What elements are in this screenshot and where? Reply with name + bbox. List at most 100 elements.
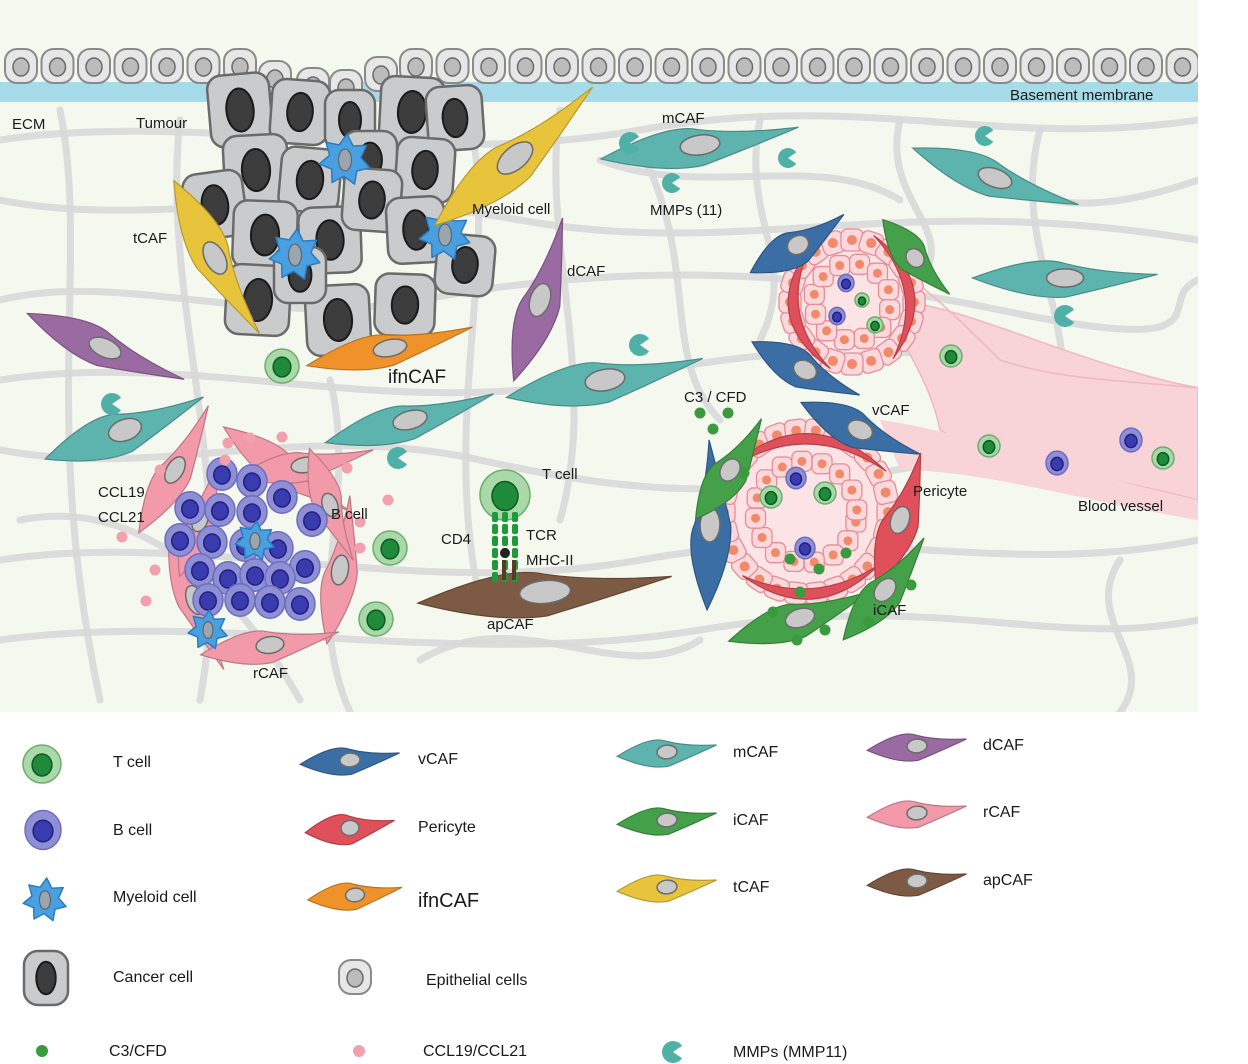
myeloid-cell xyxy=(418,208,471,260)
legend-pericyte-icon xyxy=(304,814,395,846)
legend-tcaf-icon xyxy=(615,874,717,903)
mmp-marker xyxy=(1054,305,1075,327)
legend-myeloid-label: Myeloid cell xyxy=(113,889,197,906)
legend-t-cell-icon xyxy=(22,744,62,784)
legend-icons xyxy=(22,733,967,1063)
rcaf-cell xyxy=(137,405,209,535)
rcaf-cell xyxy=(320,495,358,646)
legend-myeloid-icon xyxy=(22,877,67,922)
legend-mmps-icon xyxy=(662,1041,683,1063)
myeloid-cell xyxy=(268,228,321,280)
mmp-marker xyxy=(101,393,122,415)
icaf-cell xyxy=(694,418,763,521)
ecm-fiber xyxy=(752,116,778,344)
c3-dot xyxy=(767,606,779,618)
c3-dot xyxy=(784,553,796,565)
cancer-cell xyxy=(424,83,486,153)
epithelial-cell xyxy=(764,48,798,84)
label-mhc2: MHC-II xyxy=(526,552,574,569)
b-cell xyxy=(1119,427,1143,453)
epithelial-cell xyxy=(618,48,652,84)
legend-b-cell-icon xyxy=(24,809,62,851)
epithelial-cell xyxy=(800,48,835,84)
b-cell xyxy=(174,491,206,525)
ccl-dot xyxy=(276,431,288,443)
cancer-cell xyxy=(373,272,437,338)
pericyte-cell xyxy=(873,452,922,588)
label-apcaf: apCAF xyxy=(487,616,534,633)
epithelial-cell xyxy=(472,48,506,84)
b-cell xyxy=(224,583,256,617)
icaf-cell xyxy=(842,537,925,641)
b-cell xyxy=(262,531,294,565)
legend-c3-label: C3/CFD xyxy=(109,1043,167,1060)
ccl-dot xyxy=(219,454,231,466)
t-cell xyxy=(939,344,963,368)
t-cell xyxy=(854,292,870,308)
legend-vcaf-icon xyxy=(298,747,400,776)
vcaf-cell xyxy=(690,439,732,612)
b-cell xyxy=(1045,450,1069,476)
epithelial-cell xyxy=(837,48,871,84)
ccl-dot xyxy=(222,437,234,449)
legend-pericyte-label: Pericyte xyxy=(418,819,476,836)
cancer-cell xyxy=(268,77,332,147)
legend-ifncaf-icon xyxy=(306,882,403,911)
b-cell xyxy=(837,273,855,293)
label-t-cell: T cell xyxy=(542,466,578,483)
t-cell xyxy=(358,601,394,637)
t-cell xyxy=(1151,446,1175,470)
label-c3-cfd: C3 / CFD xyxy=(684,389,747,406)
label-tcaf: tCAF xyxy=(133,230,168,247)
mmp-marker xyxy=(619,132,640,155)
ecm-fiber xyxy=(0,112,1198,148)
ecm-fiber xyxy=(1105,556,1135,712)
label-myeloid-cell: Myeloid cell xyxy=(472,201,551,218)
tcaf-cell xyxy=(433,86,594,227)
mmp-marker xyxy=(662,173,681,193)
mmp-marker xyxy=(975,126,994,146)
label-pericyte: Pericyte xyxy=(913,483,968,500)
b-cell xyxy=(828,306,846,326)
b-cell xyxy=(164,523,196,557)
dcaf-cell xyxy=(511,217,564,383)
legend-rcaf-label: rCAF xyxy=(983,804,1021,821)
apcaf-cell xyxy=(416,571,672,619)
b-cell xyxy=(794,536,816,560)
label-tcr: TCR xyxy=(526,527,557,544)
legend-ccl-icon xyxy=(353,1045,365,1057)
t-cell xyxy=(813,481,837,505)
epithelial-cell xyxy=(581,48,616,84)
epithelial-cell xyxy=(77,48,111,84)
legend-icaf-icon xyxy=(615,807,717,836)
c3-dot xyxy=(791,634,803,646)
legend-rcaf-icon xyxy=(865,800,967,829)
ecm-fiber xyxy=(416,635,704,664)
label-b-cell: B cell xyxy=(331,506,368,523)
icaf-cell xyxy=(882,218,951,295)
ecm-fiber xyxy=(56,106,104,704)
legend-dcaf-icon xyxy=(865,733,967,762)
epithelial-cell xyxy=(1056,48,1090,84)
label-blood-vessel: Blood vessel xyxy=(1078,498,1164,515)
legend-ccl-label: CCL19/CCL21 xyxy=(423,1043,528,1060)
epithelial-cell xyxy=(1092,48,1127,84)
label-vcaf: vCAF xyxy=(872,402,910,419)
legend-c3-icon xyxy=(36,1045,48,1057)
legend-b-cell-label: B cell xyxy=(113,822,153,839)
label-rcaf: rCAF xyxy=(253,665,288,682)
mcaf-cell xyxy=(504,357,704,407)
epithelial-cell xyxy=(1019,48,1054,84)
ccl-dot xyxy=(354,516,366,528)
epithelial-cell xyxy=(40,48,75,84)
epithelial-cell xyxy=(508,48,543,84)
label-ifncaf: ifnCAF xyxy=(388,367,447,388)
epithelial-cell xyxy=(873,48,908,84)
b-cell xyxy=(196,525,228,559)
epithelial-cell xyxy=(4,48,38,84)
legend-apcaf-label: apCAF xyxy=(983,872,1033,889)
vessel-upper xyxy=(749,213,951,396)
legend-ifncaf-label: ifnCAF xyxy=(418,890,480,912)
mcaf-cell xyxy=(599,126,799,170)
